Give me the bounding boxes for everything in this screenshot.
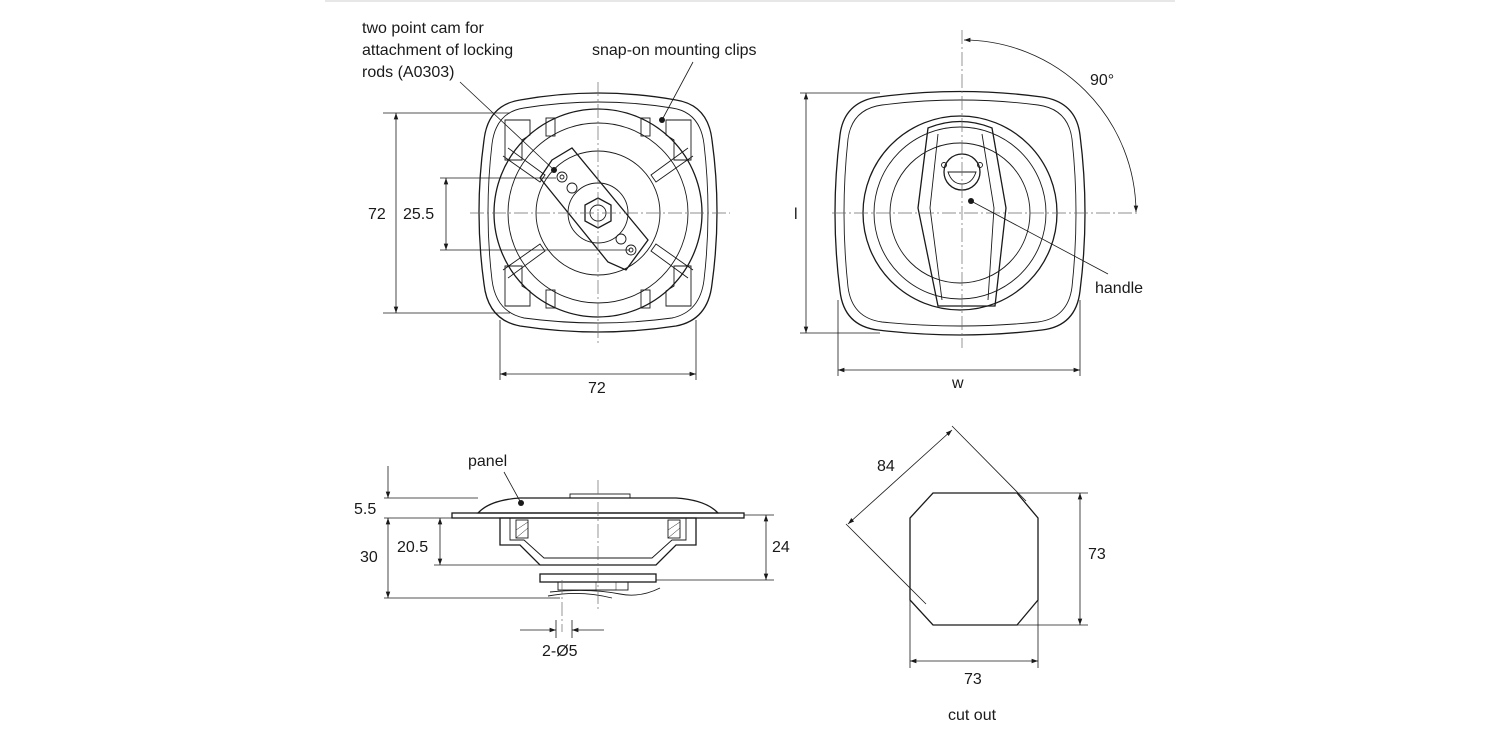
cam-label-line1: two point cam for bbox=[362, 20, 485, 37]
cam-plate bbox=[539, 147, 649, 271]
dim-cam-spacing: 25.5 bbox=[403, 206, 434, 223]
dim-rotation: 90° bbox=[1090, 72, 1114, 89]
dim-back-width: 72 bbox=[588, 380, 606, 397]
panel-label: panel bbox=[468, 453, 507, 470]
dim-front-length: l bbox=[794, 206, 798, 223]
dim-depth-24: 24 bbox=[772, 539, 790, 556]
dim-flange: 5.5 bbox=[354, 501, 376, 518]
dim-front-width: w bbox=[951, 375, 964, 392]
dim-back-height: 72 bbox=[368, 206, 386, 223]
front-view bbox=[800, 30, 1140, 376]
cutout-label: cut out bbox=[948, 707, 997, 724]
cutout-view bbox=[845, 425, 1088, 668]
dim-cut-width: 73 bbox=[964, 671, 982, 688]
dim-cut-height: 73 bbox=[1088, 546, 1106, 563]
cam-label-line2: attachment of locking bbox=[362, 42, 513, 59]
dim-diagonal: 84 bbox=[877, 458, 895, 475]
handle-label: handle bbox=[1095, 280, 1143, 297]
back-view bbox=[383, 61, 730, 380]
dim-body-depth: 20.5 bbox=[397, 539, 428, 556]
dim-holes: 2-Ø5 bbox=[542, 643, 578, 660]
dim-total-depth: 30 bbox=[360, 549, 378, 566]
clips-label: snap-on mounting clips bbox=[592, 42, 757, 59]
side-view bbox=[384, 466, 774, 638]
mounting-clips bbox=[502, 117, 694, 309]
cam-label-line3: rods (A0303) bbox=[362, 64, 455, 81]
